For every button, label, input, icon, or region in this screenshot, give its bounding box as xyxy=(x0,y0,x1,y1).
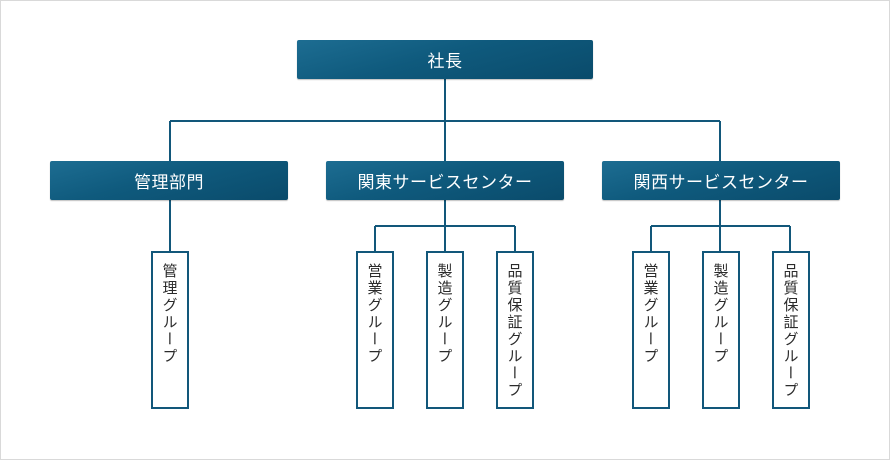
president-box: 社長 xyxy=(297,40,593,79)
group-label: 製造グループ xyxy=(711,263,730,365)
group-kansai-qa: 品質保証グループ xyxy=(772,251,810,409)
group-kansai-manufacturing: 製造グループ xyxy=(702,251,740,409)
division-kanto-box: 関東サービスセンター xyxy=(326,161,564,200)
division-kansai-label: 関西サービスセンター xyxy=(633,173,809,193)
group-label: 営業グループ xyxy=(641,263,660,365)
group-label: 品質保証グループ xyxy=(781,263,800,399)
group-kanto-manufacturing: 製造グループ xyxy=(426,251,464,409)
group-kansai-sales: 営業グループ xyxy=(632,251,670,409)
division-admin-box: 管理部門 xyxy=(50,161,288,200)
group-admin-management: 管理グループ xyxy=(151,251,189,409)
division-admin-label: 管理部門 xyxy=(134,173,204,193)
division-kanto-label: 関東サービスセンター xyxy=(357,173,533,193)
group-label: 管理グループ xyxy=(160,263,179,365)
group-label: 営業グループ xyxy=(365,263,384,365)
group-kanto-sales: 営業グループ xyxy=(356,251,394,409)
group-label: 品質保証グループ xyxy=(505,263,524,399)
division-kansai-box: 関西サービスセンター xyxy=(602,161,840,200)
president-label: 社長 xyxy=(427,52,463,72)
group-kanto-qa: 品質保証グループ xyxy=(496,251,534,409)
group-label: 製造グループ xyxy=(435,263,454,365)
